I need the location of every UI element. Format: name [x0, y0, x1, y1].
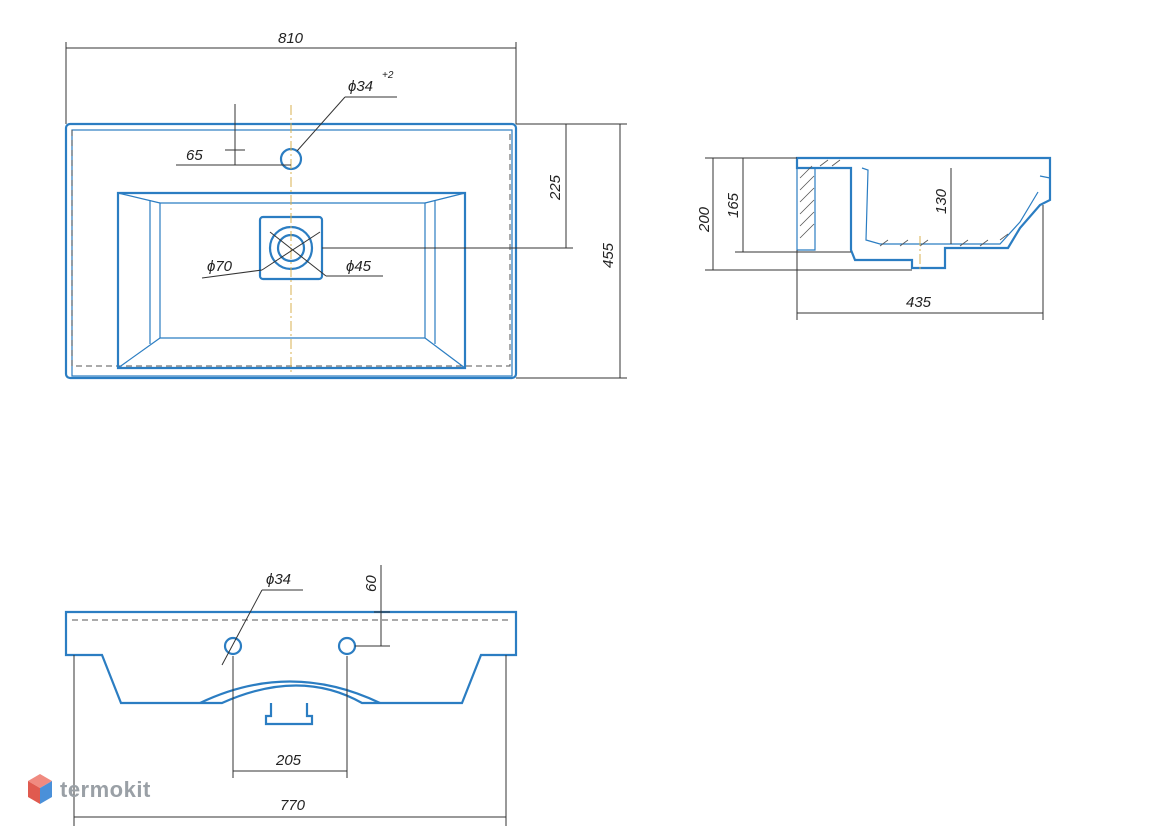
front-view-bowl-curve — [199, 680, 381, 704]
cube-icon — [28, 774, 52, 804]
side-view: 200 165 130 435 — [696, 156, 1052, 320]
dim-435: 435 — [906, 294, 932, 311]
brand-logo: termokit — [26, 772, 151, 808]
dim-drain-70: ϕ70 — [207, 258, 233, 275]
dim-drain-45: ϕ45 — [346, 258, 372, 275]
front-view-outline — [64, 610, 518, 705]
bowl-corner-br — [424, 337, 466, 369]
brand-name: termokit — [60, 777, 151, 802]
top-view: 810 ϕ34 +2 65 ϕ70 ϕ45 225 455 — [64, 30, 627, 380]
dim-hole-34: ϕ34 — [348, 78, 373, 95]
front-hole-left — [223, 636, 243, 656]
dim-60: 60 — [363, 575, 380, 592]
side-view-back-wall — [796, 168, 816, 251]
bowl-corner-bl — [117, 337, 161, 369]
front-view-drain — [264, 703, 314, 726]
front-view: ϕ34 60 205 770 — [64, 565, 518, 826]
dim-front-hole-34: ϕ34 — [266, 571, 291, 588]
bowl-corner-tl — [117, 192, 161, 204]
dim-810: 810 — [278, 30, 304, 47]
dim-130: 130 — [933, 188, 950, 214]
dim-hole-tolerance: +2 — [382, 70, 394, 81]
side-view-hatching — [799, 159, 1009, 247]
top-view-inner-rim — [71, 129, 513, 377]
side-view-bowl-inner — [861, 167, 1039, 245]
dim-200: 200 — [696, 206, 713, 233]
dim-455: 455 — [600, 242, 617, 268]
front-hole-right — [337, 636, 357, 656]
side-view-profile — [795, 156, 1052, 270]
dim-225: 225 — [547, 174, 564, 201]
dim-65: 65 — [186, 147, 203, 164]
dim-770: 770 — [280, 797, 306, 814]
dim-205: 205 — [275, 752, 302, 769]
bowl-corner-tr — [424, 192, 466, 204]
bowl-floor — [159, 202, 426, 339]
dim-165: 165 — [725, 192, 742, 218]
